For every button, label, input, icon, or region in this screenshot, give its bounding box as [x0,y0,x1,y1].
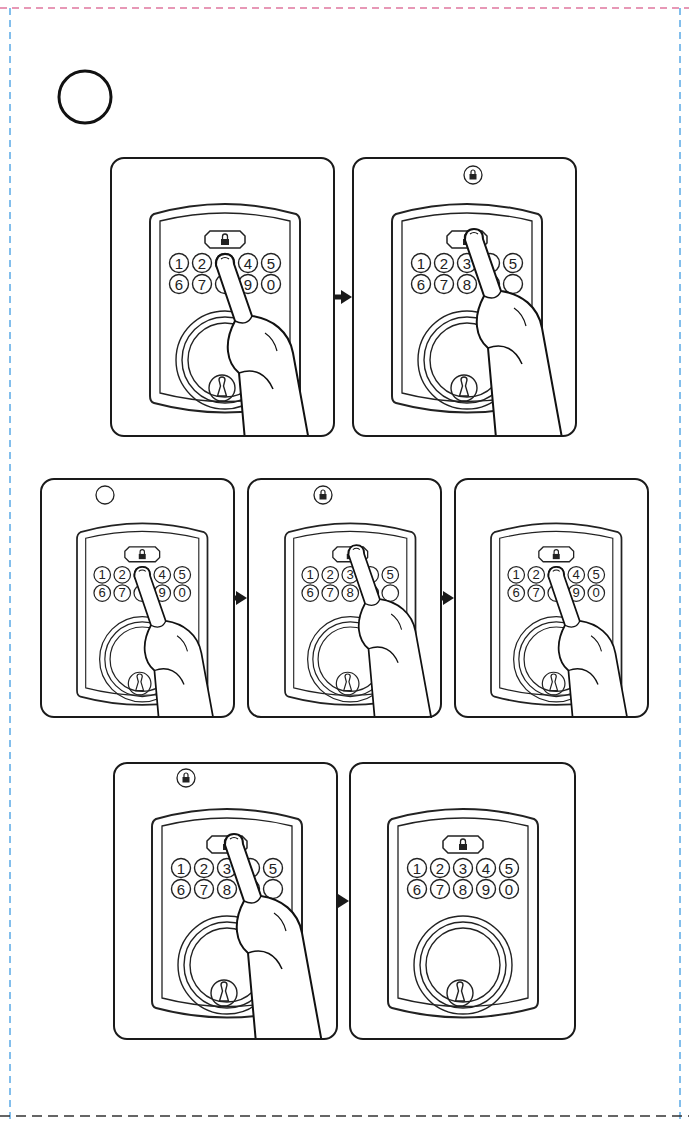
keypad-digit: 4 [573,568,580,581]
keypad-digit: 7 [119,587,126,600]
keypad-digit: 2 [533,568,540,581]
step-panel: 12 45 67 90 [110,157,335,437]
step-panel: 123 5 678 [113,762,338,1040]
step-panel: 123 5 678 [247,478,442,718]
step-panel: 123 5 678 [352,157,577,437]
keypad-digit: 2 [327,568,334,581]
keypad-digit: 5 [269,861,277,876]
keypad-digit: 8 [347,587,354,600]
keypad-digit: 4 [159,568,166,581]
keypad-digit: 7 [436,882,444,897]
keypad-digit: 8 [223,882,231,897]
keypad-digit: 6 [175,277,183,292]
keypad-digit: 6 [513,587,520,600]
keypad-digit: 5 [593,568,600,581]
keypad-digit: 1 [413,861,421,876]
keypad-digit: 4 [244,256,252,271]
step-panel: 12345 67890 [349,762,576,1040]
keypad-digit: 3 [463,256,471,271]
keypad-digit: 2 [200,861,208,876]
keypad-digit: 6 [99,587,106,600]
keypad-digit: 7 [327,587,334,600]
keypad-digit: 5 [505,861,513,876]
keypad-digit: 6 [177,882,185,897]
keypad-digit: 1 [513,568,520,581]
keypad-digit: 0 [267,277,275,292]
keypad-digit: 1 [177,861,185,876]
keypad-digit: 9 [244,277,252,292]
arrow-connector [442,591,454,605]
keypad-digit: 0 [505,882,513,897]
keypad-digit: 1 [307,568,314,581]
keypad-digit: 9 [573,587,580,600]
keypad-digit: 7 [533,587,540,600]
keypad-digit: 7 [200,882,208,897]
keypad-digit: 7 [440,277,448,292]
keypad-digit: 2 [436,861,444,876]
step-panel: 12 45 67 90 [40,478,235,718]
keypad-digit: 1 [175,256,183,271]
keypad-digit: 2 [119,568,126,581]
keypad-digit: 2 [440,256,448,271]
keypad-digit: 5 [509,256,517,271]
keypad-digit: 3 [459,861,467,876]
arrow-connector [338,894,349,908]
keypad-digit: 9 [159,587,166,600]
keypad-digit: 2 [198,256,206,271]
keypad-digit: 4 [482,861,490,876]
arrow-connector [235,591,247,605]
keypad-digit: 5 [267,256,275,271]
keypad-digit: 3 [223,861,231,876]
keypad-digit: 6 [417,277,425,292]
keypad-digit: 7 [198,277,206,292]
keypad-digit: 3 [347,568,354,581]
keypad-digit: 0 [179,587,186,600]
keypad-digit: 1 [417,256,425,271]
step-panel: 12 45 67 90 [454,478,649,718]
keypad-digit: 8 [463,277,471,292]
keypad-digit: 0 [593,587,600,600]
keypad-digit: 6 [307,587,314,600]
keypad-digit: 6 [413,882,421,897]
keypad-digit: 8 [459,882,467,897]
keypad-digit: 5 [387,568,394,581]
arrow-connector [335,290,352,304]
keypad-digit: 5 [179,568,186,581]
keypad-digit: 9 [482,882,490,897]
keypad-digit: 1 [99,568,106,581]
